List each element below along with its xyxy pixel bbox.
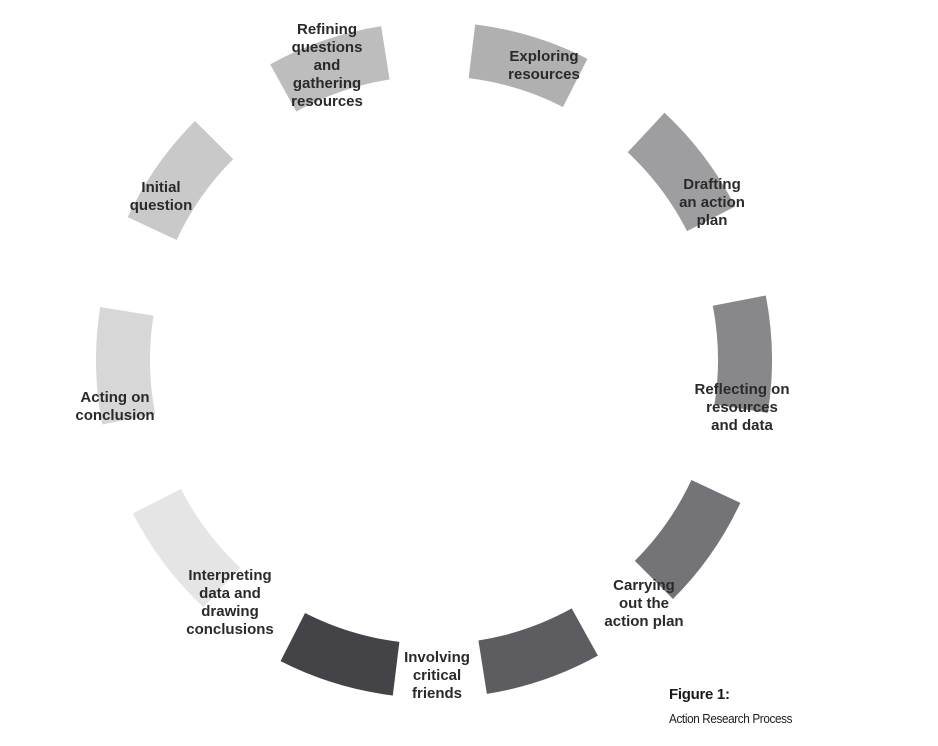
step-label-refining-questions: Refining questions and gathering resourc… xyxy=(291,21,363,110)
ring-segment-interpreting xyxy=(634,480,741,600)
step-label-initial-question: Initial question xyxy=(129,179,193,214)
ring-segment-carrying-out xyxy=(627,112,736,232)
step-label-involving-critical-friends: Involving critical friends xyxy=(404,649,470,702)
step-label-carrying-out: Carrying out the action plan xyxy=(604,577,684,630)
figure-subtitle: Action Research Process xyxy=(669,711,793,726)
figure-title: Figure 1: xyxy=(669,686,730,703)
ring-segment-exploring xyxy=(127,120,234,240)
ring-segment-involving xyxy=(712,295,772,413)
ring-segment-acting xyxy=(478,608,598,694)
step-label-interpreting-data: Interpreting data and drawing conclusion… xyxy=(186,567,274,638)
step-label-exploring-resources: Exploring resources xyxy=(508,48,580,83)
step-label-reflecting: Reflecting on resources and data xyxy=(694,381,790,434)
ring-segment-top xyxy=(96,307,156,425)
step-label-drafting-action-plan: Drafting an action plan xyxy=(679,176,745,229)
ring-segment-initial-question xyxy=(280,613,400,696)
ring-segment-reflecting xyxy=(468,24,588,107)
step-label-acting-on-conclusion: Acting on conclusion xyxy=(75,389,155,424)
ring-segment-refining xyxy=(132,488,241,608)
ring-segment-drafting xyxy=(270,26,390,112)
